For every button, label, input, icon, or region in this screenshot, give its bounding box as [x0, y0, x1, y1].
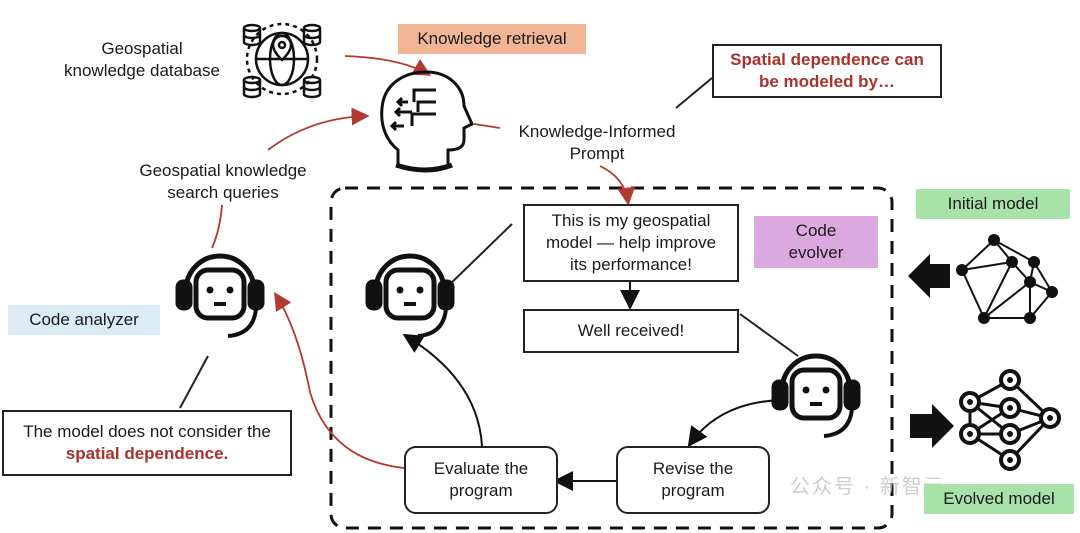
database-globe-icon [242, 22, 322, 99]
callout-line-prompt-box [445, 223, 513, 289]
analyzer-note-line1: The model does not consider the [23, 422, 271, 441]
evolved-model-tag: Evolved model [924, 484, 1074, 514]
prompt-box: This is my geospatial model — help impro… [523, 204, 739, 282]
arrow-db-to-retrieval [344, 55, 432, 76]
search-queries-label: Geospatial knowledge search queries [139, 161, 307, 202]
arrow-evaluate-to-agent [402, 333, 483, 447]
well-received-box: Well received! [523, 309, 739, 353]
initial-model-graph-icon [956, 234, 1058, 324]
arrow-queries-to-brain [267, 107, 370, 151]
code-analyzer-tag: Code analyzer [8, 305, 160, 335]
evolver-frame [329, 186, 894, 530]
arrow-evolved-model-icon [910, 404, 954, 448]
arrow-prompt-to-box [599, 165, 636, 206]
spatial-callout-line1: Spatial dependence can [730, 50, 924, 69]
database-label: Geospatial knowledge database [64, 39, 220, 80]
revise-program-box: Revise the program [616, 446, 770, 514]
arrow-agent-to-revise [687, 399, 783, 448]
evolved-model-network-icon [959, 369, 1061, 471]
agent-reviser-icon [771, 353, 861, 438]
head-retrieval-icon [380, 70, 474, 173]
arrow-initial-model-icon [908, 254, 950, 298]
callout-line-spatial [675, 77, 713, 109]
code-evolver-tag: Code evolver [754, 216, 878, 268]
evaluate-program-box: Evaluate the program [404, 446, 558, 514]
spatial-dependence-callout: Spatial dependence can be modeled by… [712, 44, 942, 98]
spatial-callout-line2: be modeled by… [758, 72, 896, 91]
arrow-analyzer-to-queries [211, 204, 223, 249]
analyzer-note-line2: spatial dependence. [65, 444, 229, 463]
arrow-evaluate-to-analyzer [274, 291, 405, 469]
agent-evolver-icon [365, 253, 455, 338]
analyzer-note-box: The model does not consider the spatial … [2, 410, 292, 476]
callout-line-well-received [739, 313, 799, 357]
watermark: 公众号 · 新智元 [790, 476, 946, 498]
callout-line-analyzer [179, 355, 209, 409]
line-brain-to-prompt [473, 123, 501, 129]
knowledge-informed-prompt-label: Knowledge-Informed Prompt [518, 122, 676, 163]
initial-model-tag: Initial model [916, 189, 1070, 219]
knowledge-retrieval-tag: Knowledge retrieval [398, 24, 586, 54]
agent-code-analyzer-icon [175, 253, 265, 338]
